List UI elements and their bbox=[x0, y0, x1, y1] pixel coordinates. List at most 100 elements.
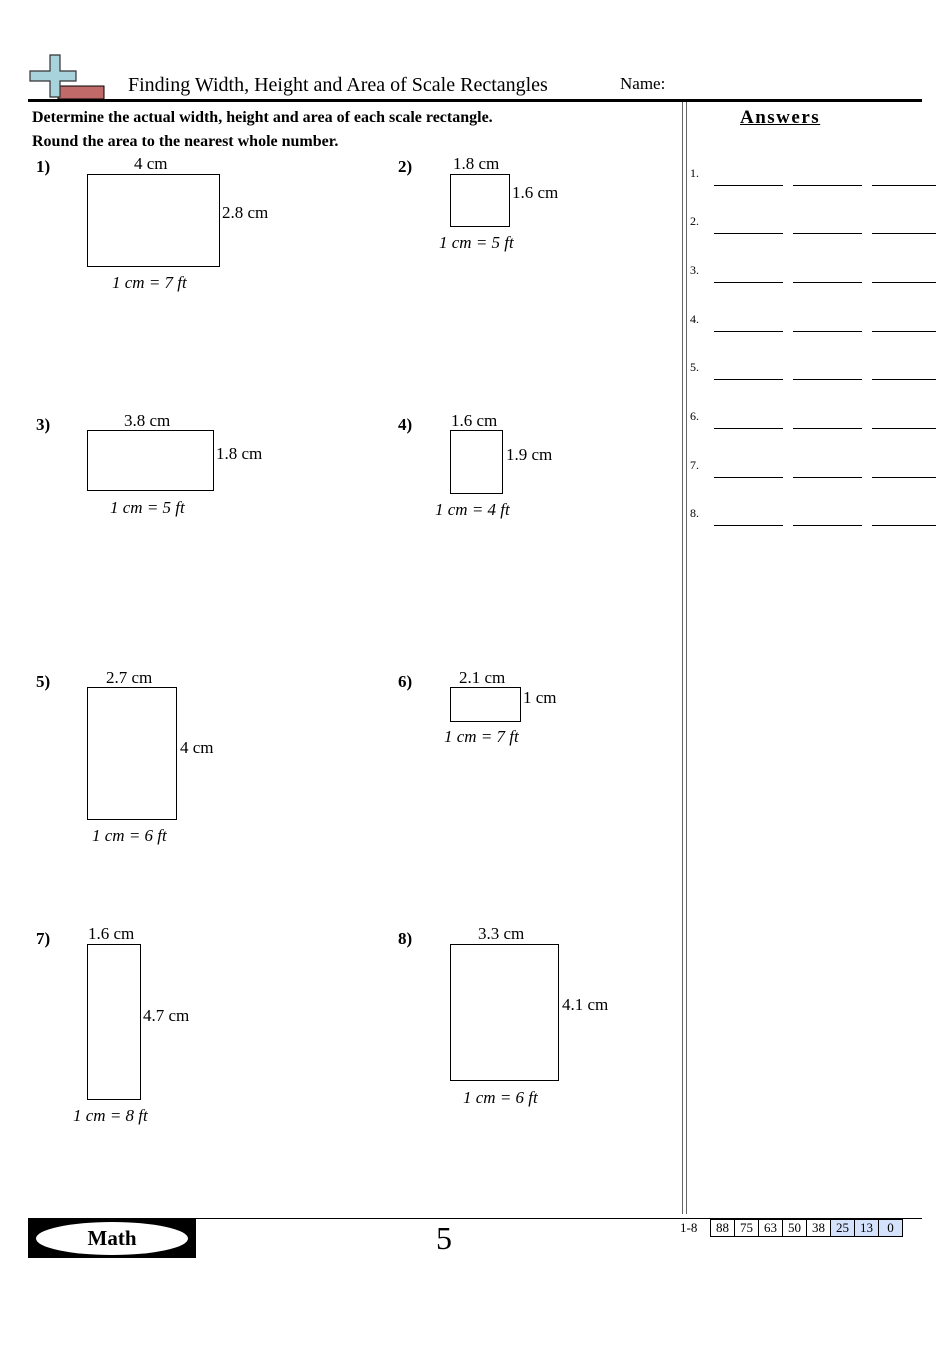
answer-blank[interactable] bbox=[793, 331, 862, 332]
answer-row: 1. bbox=[690, 166, 940, 186]
instructions: Determine the actual width, height and a… bbox=[32, 106, 493, 154]
answer-blank[interactable] bbox=[872, 185, 936, 186]
problem-number: 1) bbox=[36, 157, 51, 176]
answer-blank[interactable] bbox=[714, 379, 783, 380]
width-label: 3.8 cm bbox=[124, 411, 171, 430]
answer-blank[interactable] bbox=[872, 428, 936, 429]
math-badge: Math bbox=[28, 1219, 196, 1258]
height-label: 4.7 cm bbox=[143, 1006, 190, 1025]
answer-divider bbox=[686, 102, 687, 1214]
score-cell: 63 bbox=[758, 1219, 783, 1237]
problem-number: 4) bbox=[398, 415, 413, 434]
score-cell: 50 bbox=[782, 1219, 807, 1237]
height-label: 1.6 cm bbox=[512, 183, 559, 202]
answers-title: Answers bbox=[740, 107, 821, 128]
answer-divider bbox=[682, 102, 683, 1214]
height-label: 1 cm bbox=[523, 688, 557, 707]
scale-label: 1 cm = 4 ft bbox=[435, 500, 510, 519]
score-cell: 75 bbox=[734, 1219, 759, 1237]
height-label: 1.8 cm bbox=[216, 444, 263, 463]
header-rule bbox=[28, 99, 922, 102]
scale-rectangle bbox=[87, 687, 177, 820]
width-label: 1.6 cm bbox=[88, 924, 135, 943]
math-badge-label: Math bbox=[36, 1222, 188, 1255]
answer-blank[interactable] bbox=[872, 331, 936, 332]
scale-rectangle bbox=[450, 430, 503, 494]
width-label: 3.3 cm bbox=[478, 924, 525, 943]
answer-blank[interactable] bbox=[714, 185, 783, 186]
problem-number: 7) bbox=[36, 929, 51, 948]
answer-blank[interactable] bbox=[793, 379, 862, 380]
answer-blank[interactable] bbox=[714, 477, 783, 478]
answer-number: 3. bbox=[690, 263, 699, 277]
answer-row: 6. bbox=[690, 409, 940, 429]
answer-blank[interactable] bbox=[714, 331, 783, 332]
width-label: 1.8 cm bbox=[453, 154, 500, 173]
problem-number: 3) bbox=[36, 415, 51, 434]
width-label: 4 cm bbox=[134, 154, 168, 173]
scale-rectangle bbox=[87, 430, 214, 491]
scale-rectangle bbox=[450, 687, 521, 722]
scale-label: 1 cm = 6 ft bbox=[92, 826, 167, 845]
score-table: 88 75 63 50 38 25 13 0 bbox=[710, 1219, 903, 1237]
answer-number: 6. bbox=[690, 409, 699, 423]
answer-blank[interactable] bbox=[872, 525, 936, 526]
answer-blank[interactable] bbox=[714, 428, 783, 429]
answer-row: 4. bbox=[690, 312, 940, 332]
problem-number: 2) bbox=[398, 157, 413, 176]
answer-number: 4. bbox=[690, 312, 699, 326]
answer-number: 2. bbox=[690, 214, 699, 228]
score-range-label: 1-8 bbox=[680, 1220, 698, 1235]
page-title: Finding Width, Height and Area of Scale … bbox=[128, 74, 548, 96]
score-cell: 13 bbox=[854, 1219, 879, 1237]
score-cell: 25 bbox=[830, 1219, 855, 1237]
answer-number: 5. bbox=[690, 360, 699, 374]
answer-blank[interactable] bbox=[872, 379, 936, 380]
scale-label: 1 cm = 7 ft bbox=[444, 727, 519, 746]
name-label: Name: bbox=[620, 74, 666, 93]
scale-label: 1 cm = 8 ft bbox=[73, 1106, 148, 1125]
footer-rule bbox=[28, 1218, 922, 1219]
height-label: 4 cm bbox=[180, 738, 214, 757]
answer-number: 8. bbox=[690, 506, 699, 520]
answer-blank[interactable] bbox=[872, 233, 936, 234]
problem-number: 8) bbox=[398, 929, 413, 948]
answer-row: 2. bbox=[690, 214, 940, 234]
instruction-line-1: Determine the actual width, height and a… bbox=[32, 109, 493, 126]
width-label: 1.6 cm bbox=[451, 411, 498, 430]
scale-rectangle bbox=[450, 944, 559, 1081]
answer-blank[interactable] bbox=[793, 282, 862, 283]
width-label: 2.1 cm bbox=[459, 668, 506, 687]
scale-rectangle bbox=[87, 944, 141, 1100]
answer-blank[interactable] bbox=[793, 233, 862, 234]
answer-row: 8. bbox=[690, 506, 940, 526]
scale-rectangle bbox=[87, 174, 220, 267]
scale-label: 1 cm = 5 ft bbox=[439, 233, 514, 252]
answer-blank[interactable] bbox=[793, 477, 862, 478]
answer-blank[interactable] bbox=[872, 282, 936, 283]
scale-label: 1 cm = 7 ft bbox=[112, 273, 187, 292]
answer-blank[interactable] bbox=[872, 477, 936, 478]
score-cell: 0 bbox=[878, 1219, 903, 1237]
answer-number: 7. bbox=[690, 458, 699, 472]
answer-row: 3. bbox=[690, 263, 940, 283]
answer-blank[interactable] bbox=[714, 233, 783, 234]
answer-blank[interactable] bbox=[714, 282, 783, 283]
height-label: 2.8 cm bbox=[222, 203, 269, 222]
page-number: 5 bbox=[436, 1220, 452, 1256]
height-label: 1.9 cm bbox=[506, 445, 553, 464]
answer-blank[interactable] bbox=[793, 525, 862, 526]
width-label: 2.7 cm bbox=[106, 668, 153, 687]
answer-blank[interactable] bbox=[714, 525, 783, 526]
scale-label: 1 cm = 6 ft bbox=[463, 1088, 538, 1107]
plus-logo-icon bbox=[29, 54, 105, 100]
score-cell: 38 bbox=[806, 1219, 831, 1237]
answer-blank[interactable] bbox=[793, 185, 862, 186]
answer-row: 7. bbox=[690, 458, 940, 478]
height-label: 4.1 cm bbox=[562, 995, 609, 1014]
problem-number: 6) bbox=[398, 672, 413, 691]
problem-number: 5) bbox=[36, 672, 51, 691]
answer-row: 5. bbox=[690, 360, 940, 380]
answer-blank[interactable] bbox=[793, 428, 862, 429]
score-cell: 88 bbox=[710, 1219, 735, 1237]
